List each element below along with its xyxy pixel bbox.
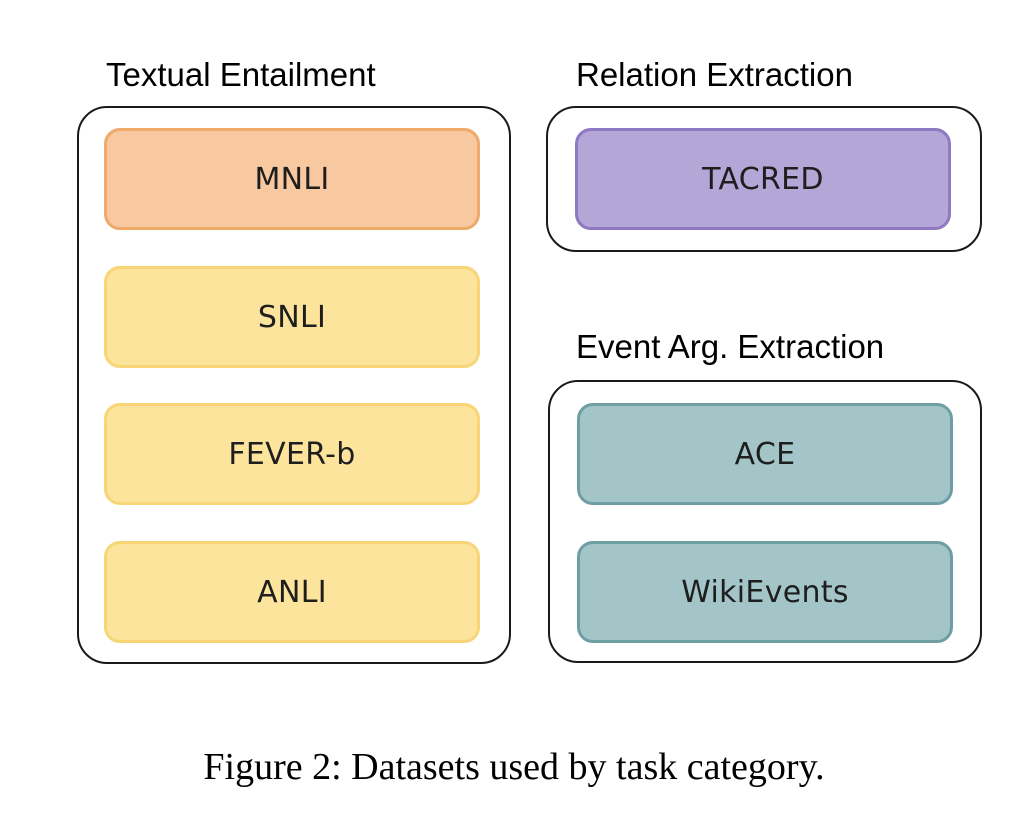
dataset-label: WikiEvents [681,574,849,610]
dataset-wikievents: WikiEvents [577,541,953,643]
group-title-relation-extraction: Relation Extraction [576,56,853,93]
dataset-fever-b: FEVER-b [104,403,480,505]
dataset-anli: ANLI [104,541,480,643]
dataset-label: FEVER-b [228,436,356,472]
group-title-textual-entailment: Textual Entailment [106,56,376,93]
group-title-event-arg-extraction: Event Arg. Extraction [576,328,885,365]
dataset-label: TACRED [702,161,824,197]
dataset-label: SNLI [257,299,327,335]
dataset-mnli: MNLI [104,128,480,230]
dataset-label: ANLI [257,574,327,610]
dataset-ace: ACE [577,403,953,505]
dataset-label: MNLI [254,161,330,197]
dataset-snli: SNLI [104,266,480,368]
dataset-label: ACE [734,436,796,472]
figure-caption: Figure 2: Datasets used by task category… [203,746,825,788]
dataset-tacred: TACRED [575,128,951,230]
